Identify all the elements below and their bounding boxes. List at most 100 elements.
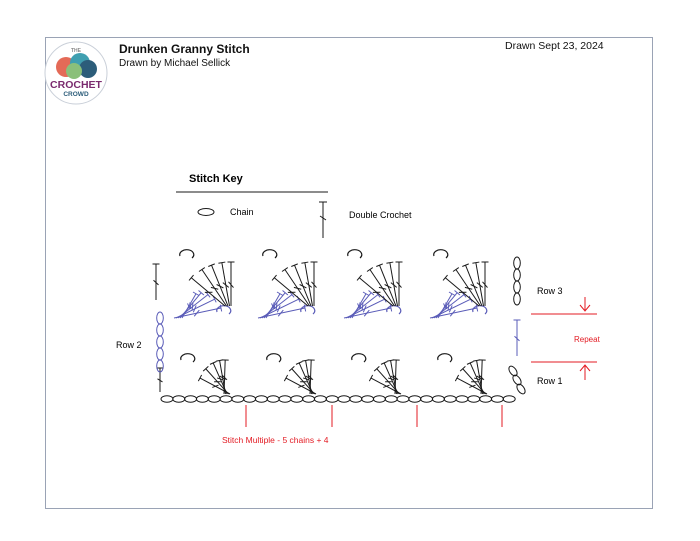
chain-oval-icon <box>156 335 164 349</box>
chain-oval-icon <box>467 395 481 403</box>
double-crochet-stitch <box>442 274 480 307</box>
chart-date: Drawn Sept 23, 2024 <box>505 40 604 52</box>
double-crochet-stitch <box>395 261 403 306</box>
chain-oval-icon <box>443 395 457 403</box>
row-3-stitches <box>152 249 521 307</box>
double-crochet-stitch <box>349 290 375 319</box>
double-crochet-stitch <box>302 359 312 395</box>
chain-oval-icon <box>361 395 375 403</box>
chain-oval-icon <box>490 395 504 403</box>
double-crochet-stitch <box>208 263 229 307</box>
chain-oval-icon <box>337 395 351 403</box>
double-crochet-stitch <box>218 261 230 307</box>
chain-space-icon <box>262 249 278 259</box>
double-crochet-stitch <box>481 261 489 306</box>
chain-oval-icon <box>513 280 521 294</box>
chain-oval-icon <box>156 323 164 337</box>
double-crochet-stitch <box>281 267 310 307</box>
chain-oval-icon <box>254 395 268 403</box>
chain-oval-icon <box>231 395 245 403</box>
chain-oval-icon <box>184 395 198 403</box>
double-crochet-stitch <box>380 361 399 395</box>
chain-oval-icon <box>408 395 422 403</box>
chart-frame <box>45 37 653 509</box>
double-crochet-stitch <box>181 291 200 319</box>
chain-oval-icon <box>513 292 521 306</box>
chain-oval-icon <box>513 268 521 282</box>
chain-oval-icon <box>302 395 316 403</box>
double-crochet-stitch <box>179 290 205 319</box>
chain-oval-icon <box>502 395 516 403</box>
chain-oval-icon <box>156 347 164 361</box>
double-crochet-stitch <box>462 263 483 307</box>
double-crochet-stitch <box>216 359 226 395</box>
double-crochet-stitch <box>351 291 370 319</box>
double-crochet-stitch <box>198 267 227 307</box>
double-crochet-stitch <box>356 274 394 307</box>
chain-oval-icon <box>278 395 292 403</box>
chain-oval-icon <box>349 395 363 403</box>
row-2-stitches <box>156 290 521 373</box>
double-crochet-stitch <box>478 359 486 395</box>
chain-space-icon <box>437 353 453 363</box>
double-crochet-stitch <box>452 267 481 307</box>
double-crochet-stitch <box>473 359 483 395</box>
double-crochet-stitch <box>188 274 226 307</box>
chain-oval-icon <box>172 395 186 403</box>
chain-oval-icon <box>325 395 339 403</box>
chain-oval-icon <box>266 395 280 403</box>
key-chain-label: Chain <box>230 207 254 217</box>
chain-oval-icon <box>156 311 164 325</box>
double-crochet-stitch <box>466 361 485 395</box>
chain-oval-icon <box>455 395 469 403</box>
double-crochet-stitch <box>295 361 314 395</box>
double-crochet-stitch <box>310 261 318 306</box>
chain-oval-icon <box>290 395 304 403</box>
logo-top-text: THE <box>71 48 82 54</box>
chain-oval-icon <box>479 395 493 403</box>
chart-title: Drunken Granny Stitch <box>119 42 250 56</box>
chain-oval-icon <box>207 395 221 403</box>
double-crochet-stitch <box>386 261 398 307</box>
double-crochet-icon <box>319 201 327 238</box>
chain-oval-icon <box>372 395 386 403</box>
chain-oval-icon <box>396 395 410 403</box>
double-crochet-stitch <box>376 263 397 307</box>
chain-space-icon <box>386 305 402 315</box>
chain-oval-icon <box>384 395 398 403</box>
chain-space-icon <box>179 249 195 259</box>
double-crochet-stitch <box>227 261 235 306</box>
chain-oval-icon <box>243 395 257 403</box>
double-crochet-stitch <box>263 290 289 319</box>
row-2-label: Row 2 <box>116 340 142 350</box>
double-crochet-stitch <box>152 263 160 300</box>
chain-oval-icon <box>508 365 518 377</box>
stitch-multiple-markers <box>245 405 503 427</box>
chain-oval-icon <box>219 395 233 403</box>
repeat-label: Repeat <box>574 335 601 344</box>
chain-space-icon <box>216 305 232 315</box>
double-crochet-stitch <box>307 359 315 395</box>
chain-space-icon <box>347 249 363 259</box>
double-crochet-stitch <box>387 359 397 395</box>
chain-oval-icon <box>197 208 215 216</box>
stitch-multiple-label: Stitch Multiple - 5 chains + 4 <box>222 435 329 445</box>
double-crochet-stitch <box>271 274 309 307</box>
chain-oval-icon <box>513 256 521 270</box>
repeat-marker <box>531 297 597 380</box>
chain-oval-icon <box>313 395 327 403</box>
logo-sub-text: CROWD <box>63 91 89 98</box>
double-crochet-stitch <box>209 361 228 395</box>
double-crochet-stitch <box>513 319 521 356</box>
double-crochet-stitch <box>472 261 484 307</box>
chain-oval-icon <box>156 359 164 373</box>
double-crochet-stitch <box>366 267 395 307</box>
row-3-label: Row 3 <box>537 286 563 296</box>
double-crochet-stitch <box>265 291 284 319</box>
crochet-crowd-logo: THE CROCHET CROWD <box>44 41 108 105</box>
chain-space-icon <box>300 305 316 315</box>
foundation-chain <box>160 365 526 403</box>
chain-space-icon <box>351 353 367 363</box>
chain-space-icon <box>266 353 282 363</box>
